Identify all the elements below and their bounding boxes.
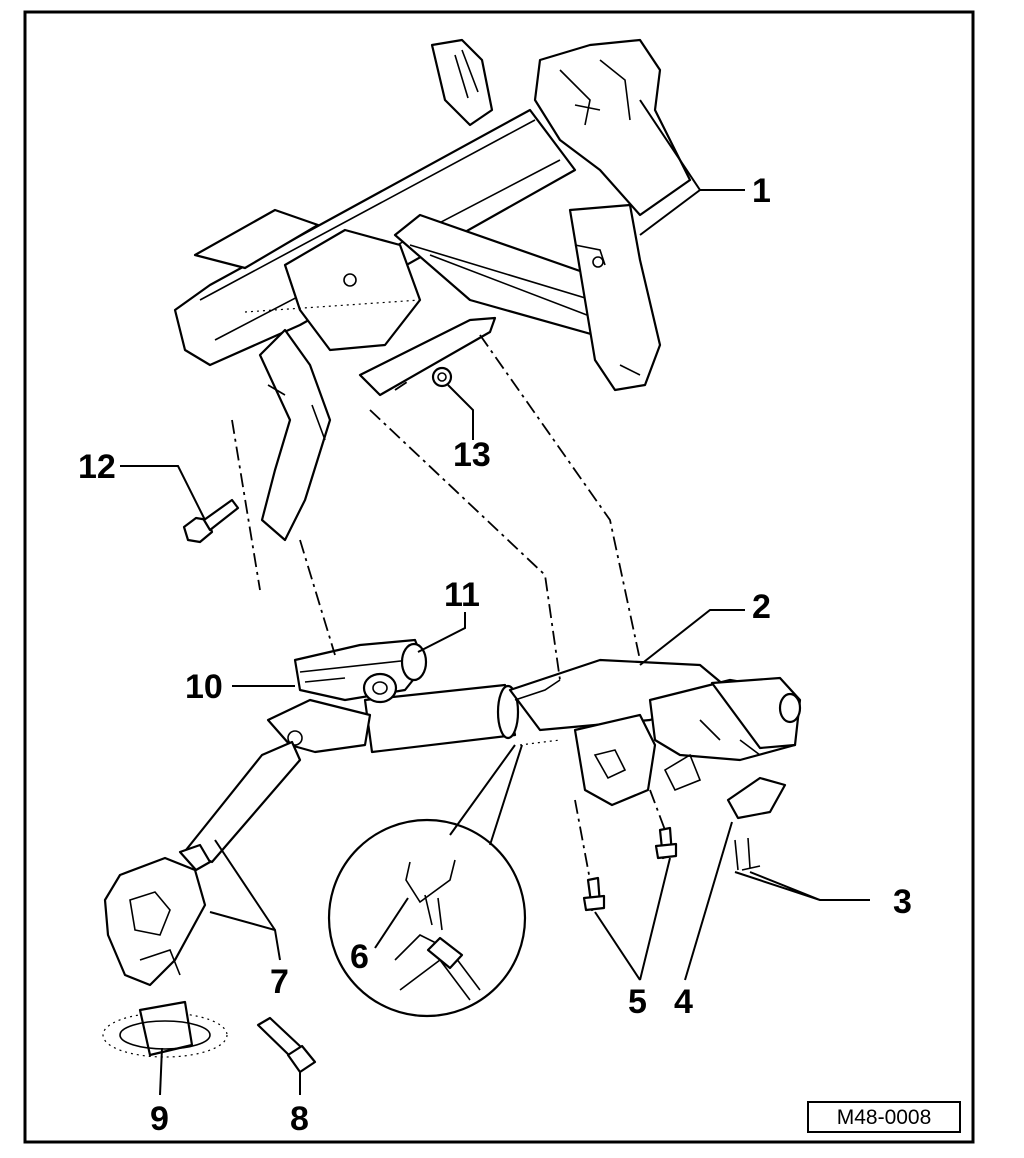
callout-9: 9 xyxy=(150,1100,169,1138)
callout-5: 5 xyxy=(628,983,647,1021)
callout-6: 6 xyxy=(350,938,369,976)
callout-10: 10 xyxy=(185,668,223,706)
steering-column-assembly xyxy=(363,658,802,807)
leader-lines xyxy=(120,99,870,1096)
callout-3: 3 xyxy=(893,883,912,921)
callout-2: 2 xyxy=(752,588,771,626)
intermediate-shaft xyxy=(103,698,372,987)
callout-13: 13 xyxy=(453,436,491,474)
callout-labels: 1 2 3 4 5 6 7 8 9 10 11 12 13 xyxy=(78,172,912,1138)
steering-gear-pinion xyxy=(102,1000,228,1058)
diagram-frame xyxy=(23,10,975,1144)
alignment-lines xyxy=(231,334,666,881)
detail-view-clip xyxy=(327,744,527,1018)
callout-1: 1 xyxy=(752,172,771,210)
universal-joint-upper xyxy=(293,638,428,704)
callout-12: 12 xyxy=(78,448,116,486)
callout-8: 8 xyxy=(290,1100,309,1138)
screws-3 xyxy=(734,837,761,871)
callout-4: 4 xyxy=(674,983,693,1021)
reference-code: M48-0008 xyxy=(837,1106,932,1129)
bolts-5 xyxy=(582,826,678,912)
cross-member-bracket xyxy=(173,38,692,542)
nut-13 xyxy=(431,366,453,388)
nut-4 xyxy=(726,776,787,820)
reference-box: M48-0008 xyxy=(807,1101,961,1133)
bolt-12 xyxy=(182,498,240,544)
callout-7: 7 xyxy=(270,963,289,1001)
callout-11: 11 xyxy=(444,576,480,614)
pinch-bolt-8 xyxy=(256,1016,317,1074)
